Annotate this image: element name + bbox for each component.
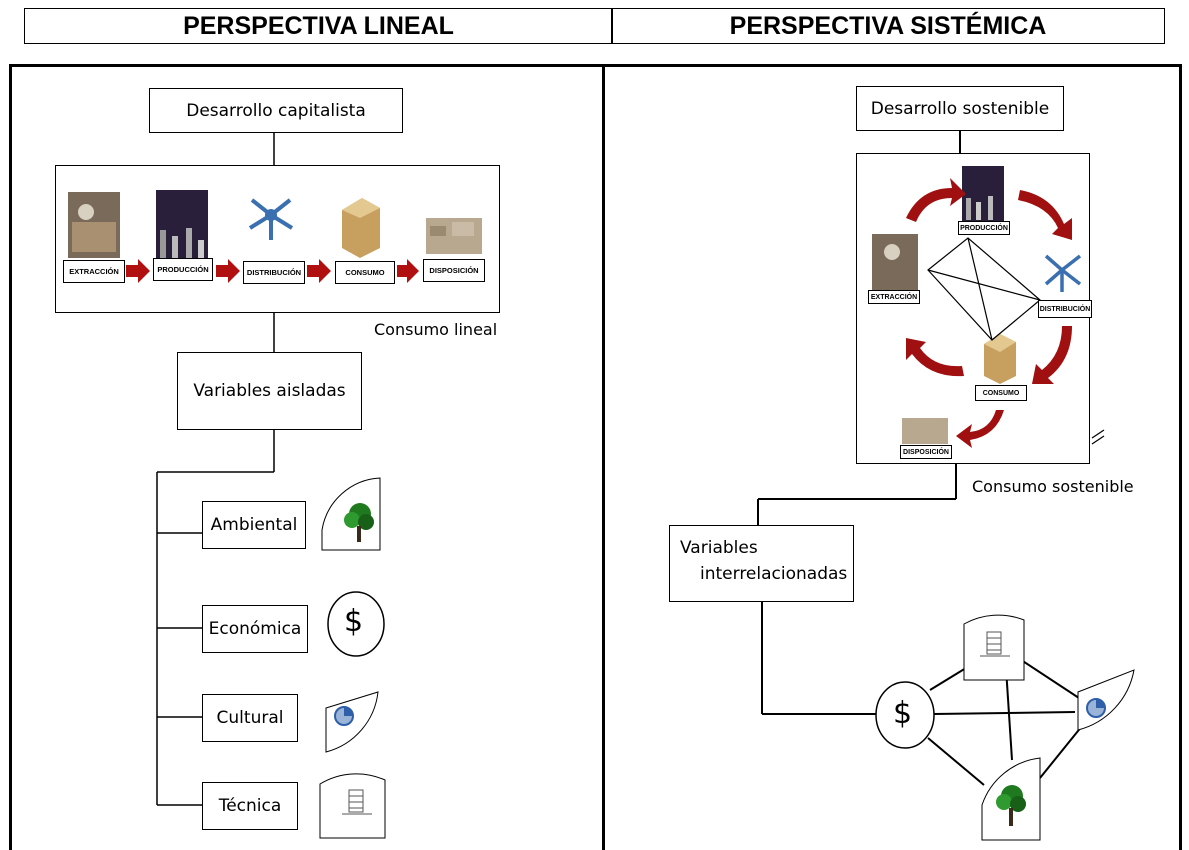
right-header: PERSPECTIVA SISTÉMICA [611, 8, 1165, 44]
linear-stage-extraction: EXTRACCIÓN [63, 260, 125, 283]
interrelated-variables-box: Variables interrelacionadas [669, 525, 854, 602]
capitalist-development-box: Desarrollo capitalista [149, 88, 403, 133]
extraction-image [68, 192, 120, 258]
disposal-image [426, 218, 482, 254]
interrelated-variables-line1: Variables [680, 538, 758, 558]
linear-arrows [126, 259, 419, 283]
linear-process-frame [55, 165, 500, 313]
distribution-image [248, 198, 294, 240]
cycle-production-label: PRODUCCIÓN [958, 221, 1010, 235]
linear-stage-consumption: CONSUMO [335, 261, 395, 284]
document-icon [319, 773, 386, 839]
network-pie-chart-icon [1077, 669, 1135, 731]
linear-stage-production: PRODUCCIÓN [153, 258, 213, 281]
variable-environmental-box: Ambiental [202, 501, 306, 549]
isolated-variables-box: Variables aisladas [177, 352, 362, 430]
consumption-image [342, 198, 380, 258]
network-document-icon [963, 614, 1025, 681]
cycle-disposal-label: DISPOSICIÓN [900, 445, 952, 459]
variable-economic-box: Económica [202, 605, 308, 653]
dollar-icon [327, 591, 385, 657]
network-dollar-icon [875, 681, 935, 749]
cycle-extraction-label: EXTRACCIÓN [868, 290, 920, 304]
variable-technical-box: Técnica [202, 782, 298, 830]
right-panel [602, 64, 1182, 850]
sustainable-development-box: Desarrollo sostenible [856, 86, 1064, 131]
cycle-distribution-label: DISTRIBUCIÓN [1038, 300, 1092, 318]
production-image [156, 190, 208, 258]
left-header: PERSPECTIVA LINEAL [24, 8, 613, 44]
cycle-consumption-label: CONSUMO [975, 385, 1027, 401]
network-tree-icon [981, 757, 1041, 841]
linear-stage-disposal: DISPOSICIÓN [423, 259, 485, 282]
linear-consumption-caption: Consumo lineal [374, 320, 498, 339]
sustainable-consumption-caption: Consumo sostenible [972, 477, 1134, 496]
linear-stage-distribution: DISTRIBUCIÓN [243, 261, 305, 284]
variable-cultural-box: Cultural [202, 694, 298, 742]
interrelated-variables-line2: interrelacionadas [700, 564, 848, 584]
pie-chart-icon [325, 691, 379, 753]
tree-icon [321, 477, 381, 551]
dollar-symbol-right: $ [893, 696, 913, 731]
dollar-symbol-left: $ [344, 604, 364, 639]
